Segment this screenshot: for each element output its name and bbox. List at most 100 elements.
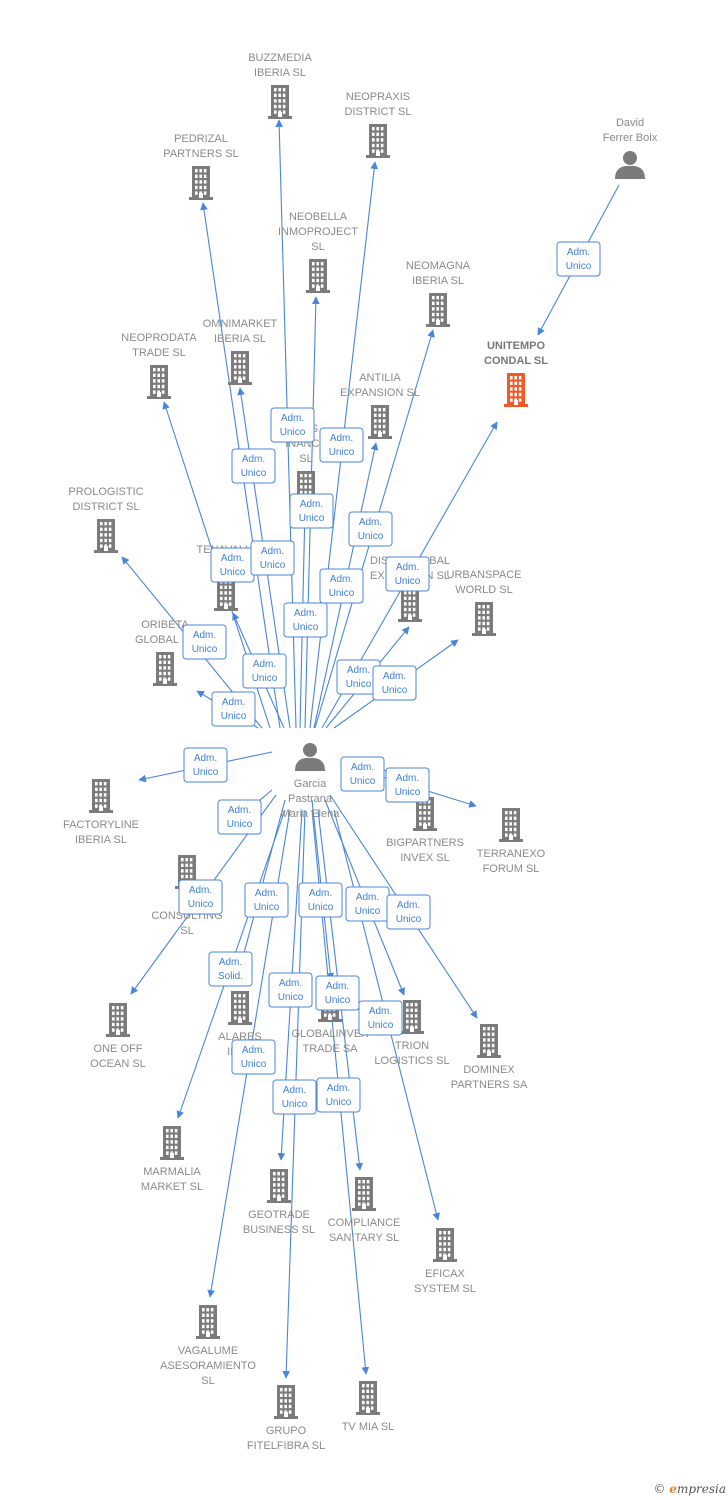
- person-icon: [295, 743, 325, 771]
- company-node-compliance[interactable]: COMPLIANCE SANITARY SL: [328, 1177, 401, 1244]
- role-box-geotrade[interactable]: Adm.Unico: [268, 972, 313, 1008]
- role-box-globalinvex[interactable]: Adm.Unico: [298, 882, 343, 918]
- role-text: Adm.: [242, 454, 265, 465]
- role-text: Adm.: [279, 978, 302, 989]
- building-icon: [147, 365, 171, 399]
- node-label-line: ASESORAMIENTO: [160, 1360, 256, 1372]
- role-box-vagalume[interactable]: Adm.Unico: [231, 1039, 276, 1075]
- role-box-tvmia[interactable]: Adm.Unico: [316, 1077, 361, 1113]
- role-text: Adm.: [369, 1006, 392, 1017]
- role-box-neomagna[interactable]: Adm.Unico: [348, 511, 393, 547]
- role-box-unitempo[interactable]: Adm.Unico: [556, 241, 601, 277]
- role-box-urbanspace[interactable]: Adm.Unico: [372, 665, 417, 701]
- node-label-line: DOMINEX: [463, 1064, 515, 1076]
- role-text: Unico: [396, 914, 422, 925]
- role-text: Adm.: [356, 892, 379, 903]
- role-box-neobella[interactable]: Adm.Unico: [289, 493, 334, 529]
- footer-brand[interactable]: © empresia: [653, 1482, 726, 1496]
- company-node-tvmia[interactable]: TV MIA SL: [342, 1381, 395, 1433]
- role-text: Solid.: [218, 971, 243, 982]
- role-text: Adm.: [330, 574, 353, 585]
- role-box-buzzmedia[interactable]: Adm.Unico: [270, 407, 315, 443]
- company-node-dominex[interactable]: DOMINEX PARTNERS SA: [451, 1024, 528, 1091]
- role-box-oribeta[interactable]: Adm.Unico: [211, 691, 256, 727]
- node-label-line: TRADE SA: [302, 1043, 358, 1055]
- building-icon: [274, 1385, 298, 1419]
- role-box-tenavalia[interactable]: Adm.Unico: [242, 653, 287, 689]
- role-text: Unico: [221, 711, 247, 722]
- role-box-dominex[interactable]: Adm.Unico: [386, 894, 431, 930]
- role-box-neoprodata[interactable]: Adm.Unico: [210, 547, 255, 583]
- node-label-line: BIGPARTNERS: [386, 837, 464, 849]
- role-box-grupo[interactable]: Adm.Unico: [272, 1079, 317, 1115]
- role-box-unitempo[interactable]: Adm.Unico: [385, 556, 430, 592]
- node-label-line: SL: [180, 925, 193, 937]
- role-text: Adm.: [383, 671, 406, 682]
- building-icon: [228, 351, 252, 385]
- building-icon: [189, 166, 213, 200]
- node-label-line: FITELFIBRA SL: [247, 1440, 325, 1452]
- role-text: Unico: [308, 902, 334, 913]
- role-box-inconsulting[interactable]: Adm.Unico: [217, 799, 262, 835]
- node-label-line: ONE OFF: [94, 1043, 143, 1055]
- role-box-terranexo[interactable]: Adm.Unico: [385, 767, 430, 803]
- node-label-line: SANITARY SL: [329, 1232, 399, 1244]
- role-box-antilia[interactable]: Adm.Unico: [319, 568, 364, 604]
- building-icon: [106, 1003, 130, 1037]
- role-box-bigpartners[interactable]: Adm.Unico: [340, 756, 385, 792]
- role-box-pedrizal[interactable]: Adm.Unico: [231, 448, 276, 484]
- role-text: Adm.: [193, 630, 216, 641]
- role-box-marmalia[interactable]: Adm.Unico: [244, 882, 289, 918]
- node-label-line: PARTNERS SA: [451, 1079, 528, 1091]
- role-box-trion[interactable]: Adm.Unico: [345, 886, 390, 922]
- role-text: Unico: [350, 776, 376, 787]
- node-label-line: VAGALUME: [178, 1345, 238, 1357]
- node-label-line: Garcia: [294, 778, 327, 790]
- building-icon: [214, 577, 238, 611]
- node-label-line: BUZZMEDIA: [248, 52, 312, 64]
- node-label-line: EFICAX: [425, 1268, 465, 1280]
- role-text: Adm.: [189, 885, 212, 896]
- node-label-line: DISTRICT SL: [72, 501, 139, 513]
- role-text: Adm.: [396, 562, 419, 573]
- building-icon: [268, 85, 292, 119]
- role-box-omnimarket[interactable]: Adm.Unico: [250, 540, 295, 576]
- role-box-oneoff[interactable]: Adm.Unico: [178, 879, 223, 915]
- role-box-neopraxis[interactable]: Adm.Unico: [319, 427, 364, 463]
- role-box-eficax[interactable]: Adm.Unico: [358, 1000, 403, 1036]
- node-label-line: COMPLIANCE: [328, 1217, 401, 1229]
- role-box-finance[interactable]: Adm.Unico: [283, 602, 328, 638]
- role-text: Adm.: [253, 659, 276, 670]
- role-text: Adm.: [359, 517, 382, 528]
- role-box-alares[interactable]: Adm.Solid.: [208, 951, 253, 987]
- role-box-factoryline[interactable]: Adm.Unico: [183, 747, 228, 783]
- role-box-prologistic[interactable]: Adm.Unico: [182, 624, 227, 660]
- role-box-compliance[interactable]: Adm.Unico: [315, 975, 360, 1011]
- role-text: Unico: [227, 819, 253, 830]
